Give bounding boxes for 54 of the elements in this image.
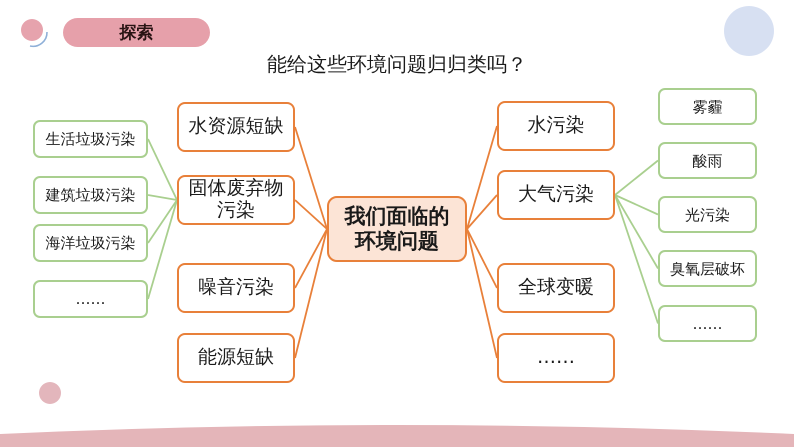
connector-line (466, 126, 498, 230)
topic-box (497, 333, 615, 383)
subtopic-label: 生活垃圾污染 (46, 130, 136, 148)
connector-line (147, 200, 178, 244)
subtopic-box (658, 196, 757, 233)
subtopic-label: 建筑垃圾污染 (46, 186, 136, 204)
subtopic-label: 海洋垃圾污染 (46, 234, 136, 252)
topic-label: 能源短缺 (198, 347, 274, 369)
topic-box (497, 170, 615, 220)
subtopic-box (658, 250, 757, 287)
subtopic-label: 光污染 (685, 206, 730, 224)
subtopic-box (33, 176, 148, 214)
connector-line (614, 194, 659, 269)
connector-line (614, 160, 659, 196)
connector-line (294, 126, 328, 230)
topic-box (497, 263, 615, 313)
central-topic-box (327, 196, 467, 262)
topic-label: …… (537, 347, 575, 369)
topic-box (177, 263, 295, 313)
subtopic-label: …… (76, 290, 106, 308)
connector-line (147, 200, 178, 300)
connector-line (466, 194, 498, 230)
topic-label: 大气污染 (518, 184, 594, 206)
subtopic-label: 酸雨 (692, 152, 722, 170)
topic-label: 水污染 (528, 115, 584, 137)
topic-box (497, 101, 615, 151)
central-topic-label: 我们面临的环境问题 (343, 204, 450, 254)
topic-box (177, 175, 295, 225)
topic-label: 水资源短缺 (188, 116, 284, 138)
topic-label: 固体废弃物污染 (188, 178, 284, 222)
connector-line (466, 228, 498, 358)
connector-line (294, 228, 328, 288)
section-tag: 探索 (63, 18, 210, 47)
page-title: 能给这些环境问题归归类吗？ (267, 51, 527, 78)
connector-line (147, 138, 178, 200)
subtopic-label: 雾霾 (692, 98, 722, 116)
connector-line (148, 194, 178, 201)
subtopic-label: …… (692, 314, 722, 332)
connector-line (294, 199, 328, 230)
subtopic-box (33, 120, 148, 158)
subtopic-box (658, 142, 757, 179)
topic-box (177, 333, 295, 383)
topic-label: 噪音污染 (198, 277, 274, 299)
subtopic-box (33, 224, 148, 262)
subtopic-label: 臭氧层破坏 (670, 260, 745, 278)
topic-label: 全球变暖 (518, 277, 594, 299)
connector-line (614, 194, 659, 324)
connector-line (614, 194, 658, 216)
subtopic-box (33, 280, 148, 318)
connector-line (466, 228, 498, 288)
subtopic-box (658, 88, 757, 125)
connector-line (294, 228, 328, 358)
subtopic-box (658, 305, 757, 342)
topic-box (177, 102, 295, 152)
